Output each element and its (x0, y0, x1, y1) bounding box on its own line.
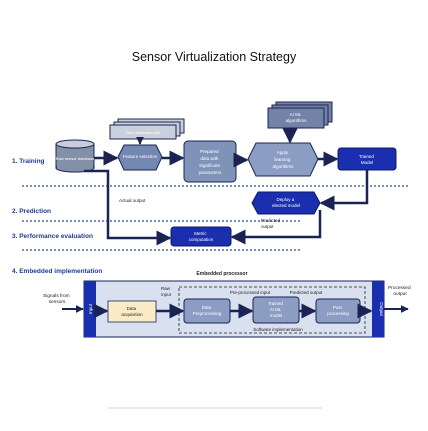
processed-output-line: output (393, 291, 407, 297)
feature-selection-node: Feature selection (117, 144, 163, 171)
metric-computation-label: Metric computation (189, 231, 214, 242)
raw-database-sets-label: Raw database sets (126, 130, 160, 135)
raw-input-line: input (161, 292, 172, 297)
processed-output-label: Processed output (388, 285, 412, 297)
post-processing-node: Post processing (315, 298, 361, 324)
data-acquisition-line: Data (127, 306, 137, 311)
trained-ai-ml-model-line: AI ML (270, 307, 282, 312)
feature-selection-label: Feature selection (123, 154, 158, 159)
trained-ai-ml-model-line: Trained (268, 301, 284, 306)
apply-learning-line: algorithms (273, 164, 295, 169)
raw-input-line: Raw (161, 286, 171, 291)
software-implementation-label: Software implementation (253, 327, 303, 332)
post-processing-label: Post processing (327, 305, 349, 316)
raw-database-sets: Raw database sets (109, 118, 185, 140)
actual-output-path (84, 169, 172, 246)
signals-from-sensors-label: Signals from sensors (43, 293, 71, 305)
ai-ml-algorithms-line: algorithms (286, 118, 308, 123)
pre-processed-input-label: Pre-processed input (230, 290, 271, 295)
predicted-output-label: Predicted output (261, 218, 281, 229)
prepared-data-label: Prepared data with Significant parameter… (199, 149, 223, 175)
trained-model-line: Trained (359, 154, 375, 159)
metric-computation-line: Metric (194, 231, 207, 236)
deploy-model-label: Deploy a elected model (272, 197, 300, 208)
predicted-output-line: Predicted (261, 218, 281, 223)
trained-model-node: Trained Model (337, 147, 397, 171)
data-preprocessing-node: Data Preprocessing (183, 298, 231, 324)
post-processing-line: Post (333, 305, 343, 310)
data-acquisition-node: Data acquisition (107, 300, 157, 323)
feature-selection-line: Feature selection (123, 154, 158, 159)
input-port: Input (84, 281, 96, 337)
metric-computation-line: computation (189, 237, 214, 242)
actual-output-label: Actual output (119, 198, 146, 203)
apply-learning-node: Apply learning algorithms (247, 142, 319, 177)
post-processing-line: processing (327, 311, 349, 316)
deploy-model-line: elected model (272, 203, 300, 208)
prepared-data-line: Significant (199, 163, 221, 168)
metric-computation-node: Metric computation (170, 226, 232, 247)
prepared-data-line: parameters (199, 170, 223, 175)
prepared-data-line: data with (200, 156, 219, 161)
trained-model-line: Model (361, 160, 373, 165)
trained-ai-ml-model-node: Trained AI ML model (252, 296, 300, 324)
data-acquisition-line: acquisition (121, 312, 143, 317)
processed-output-line: Processed (388, 285, 411, 291)
stage-label-evaluation: 3. Performance evaluation (12, 233, 93, 240)
stage-label-embedded: 4. Embedded implementation (12, 268, 102, 275)
trained-ai-ml-model-line: model (270, 313, 282, 318)
embedded-predicted-output-label: Predicted output (290, 290, 324, 295)
apply-learning-label: Apply learning algorithms (273, 150, 295, 169)
input-port-label: Input (88, 303, 93, 314)
predicted-output-path (230, 210, 322, 245)
apply-learning-line: Apply (277, 150, 289, 155)
apply-learning-line: learning (274, 157, 291, 162)
data-acquisition-label: Data acquisition (121, 306, 143, 317)
data-preprocessing-line: Data (202, 305, 212, 310)
ai-ml-algorithms-label: AI ML algorithms (286, 112, 308, 123)
predicted-output-line: output (261, 224, 274, 229)
ai-ml-algorithms-stack: AI ML algorithms (267, 101, 333, 129)
diagram-title: Sensor Virtualization Strategy (132, 50, 297, 64)
arrow-model-to-deploy (319, 170, 369, 211)
signals-from-sensors-line: Signals from (43, 293, 70, 299)
prepared-data-node: Prepared data with Significant parameter… (183, 140, 237, 183)
trained-model-label: Trained Model (359, 154, 375, 165)
output-port: Output (372, 281, 384, 337)
deploy-model-node: Deploy a elected model (251, 191, 321, 215)
raw-sensor-database-label: Raw sensor database (56, 156, 95, 161)
deploy-model-line: Deploy a (276, 197, 294, 202)
stage-label-training: 1. Training (12, 158, 45, 165)
raw-input-label: Raw input (161, 286, 172, 297)
output-port-label: Output (379, 302, 384, 316)
raw-sensor-database: Raw sensor database (55, 139, 95, 173)
data-preprocessing-line: Preprocessing (193, 311, 222, 316)
data-preprocessing-label: Data Preprocessing (193, 305, 222, 316)
trained-ai-ml-model-label: Trained AI ML model (268, 301, 284, 318)
ai-ml-algorithms-line: AI ML (290, 112, 302, 117)
signals-from-sensors-line: sensors (49, 299, 66, 305)
prepared-data-line: Prepared (200, 149, 219, 154)
stage-label-prediction: 2. Prediction (12, 208, 51, 215)
embedded-processor-title: Embedded processor (196, 271, 247, 277)
